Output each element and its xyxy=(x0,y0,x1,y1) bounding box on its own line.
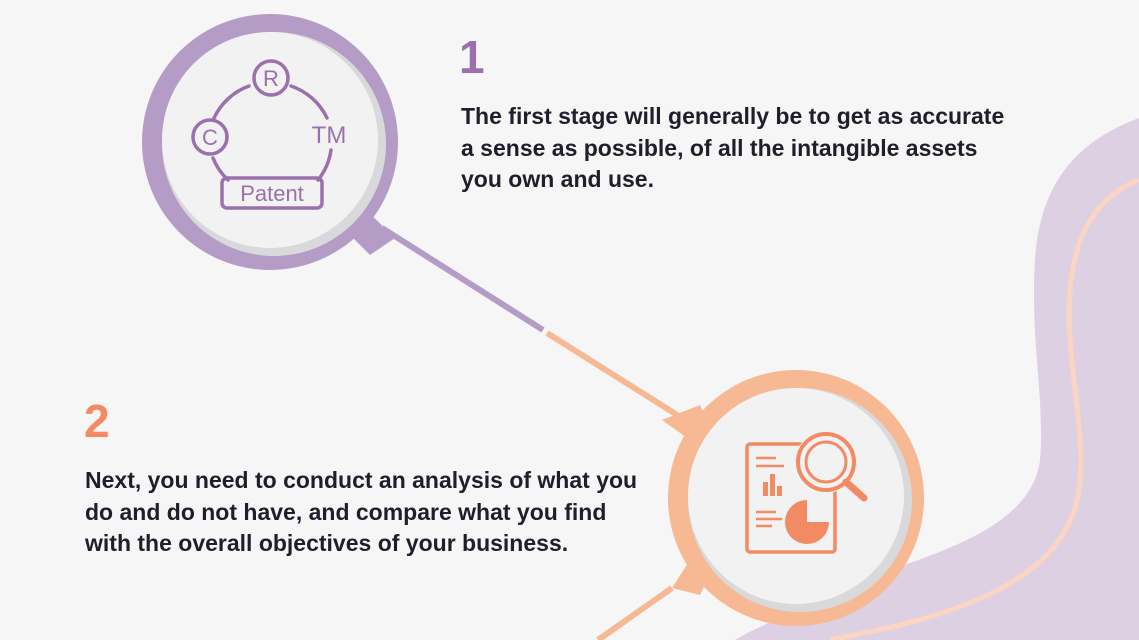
connector-line-orange-bottom xyxy=(596,585,674,640)
step-2-description: Next, you need to conduct an analysis of… xyxy=(85,467,638,556)
connector-line-purple xyxy=(380,225,545,333)
copyright-icon xyxy=(191,118,229,156)
step-1-description: The first stage will generally be to get… xyxy=(461,103,1005,192)
connector-line-orange xyxy=(545,330,692,426)
patent-badge xyxy=(220,176,324,210)
analysis-report-icon xyxy=(745,431,868,554)
registered-label: R xyxy=(263,66,279,91)
step-1-bubble xyxy=(142,14,398,270)
intellectual-property-icon xyxy=(191,59,333,210)
step-1-number: 1 xyxy=(459,31,485,83)
step-2-bubble xyxy=(662,370,924,626)
step-2-number: 2 xyxy=(84,395,110,447)
registered-icon xyxy=(252,59,290,97)
copyright-label: C xyxy=(202,125,218,150)
trademark-label: TM xyxy=(312,122,347,149)
decorative-wave-line xyxy=(829,177,1139,640)
decorative-blob xyxy=(735,118,1139,640)
patent-label: Patent xyxy=(240,181,304,206)
